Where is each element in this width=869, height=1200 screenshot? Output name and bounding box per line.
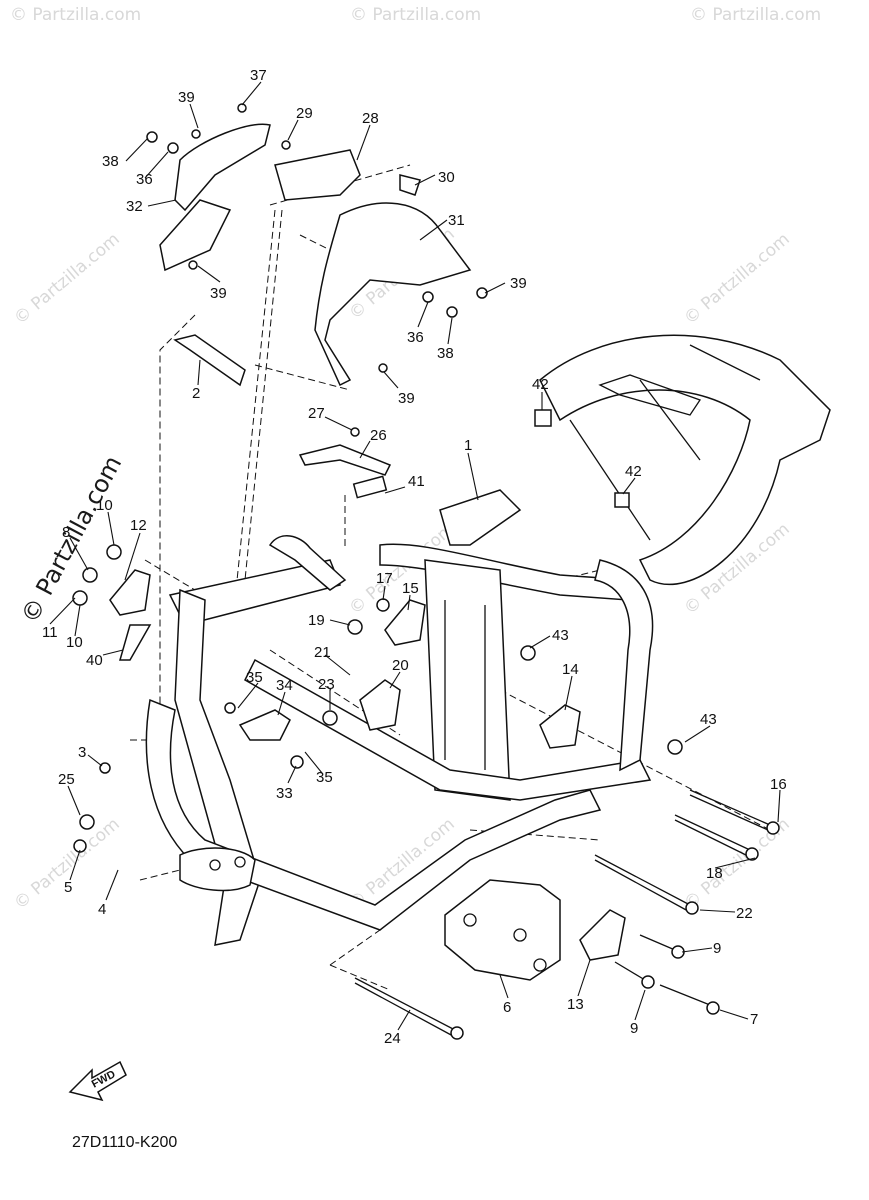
leader-lines xyxy=(49,81,781,1031)
callout-15: 15 xyxy=(402,580,419,597)
callout-21: 21 xyxy=(314,644,331,661)
callout-38: 38 xyxy=(102,153,119,170)
callout-19: 19 xyxy=(308,612,325,629)
callout-32: 32 xyxy=(126,198,143,215)
callout-40: 40 xyxy=(86,652,103,669)
callout-38: 38 xyxy=(437,345,454,362)
callout-37: 37 xyxy=(250,67,267,84)
callout-20: 20 xyxy=(392,657,409,674)
callout-30: 30 xyxy=(438,169,455,186)
callout-17: 17 xyxy=(376,570,393,587)
callout-36: 36 xyxy=(136,171,153,188)
callout-31: 31 xyxy=(448,212,465,229)
callout-29: 29 xyxy=(296,105,313,122)
watermark: © Partzilla.com xyxy=(10,229,123,329)
callout-22: 22 xyxy=(736,905,753,922)
main-frame xyxy=(72,103,831,1040)
watermark: © Partzilla.com xyxy=(680,229,793,329)
callout-36: 36 xyxy=(407,329,424,346)
callout-33: 33 xyxy=(276,785,293,802)
callout-34: 34 xyxy=(276,677,293,694)
callout-18: 18 xyxy=(706,865,723,882)
callout-27: 27 xyxy=(308,405,325,422)
callout-10: 10 xyxy=(96,497,113,514)
callout-43: 43 xyxy=(700,711,717,728)
callout-9: 9 xyxy=(713,940,721,957)
callout-3: 3 xyxy=(78,744,86,761)
watermark: © Partzilla.com xyxy=(690,5,821,25)
callout-28: 28 xyxy=(362,110,379,127)
watermark: © Partzilla.com xyxy=(350,5,481,25)
callout-41: 41 xyxy=(408,473,425,490)
callout-8: 8 xyxy=(62,524,70,541)
callout-39: 39 xyxy=(510,275,527,292)
callout-23: 23 xyxy=(318,676,335,693)
callout-35: 35 xyxy=(246,669,263,686)
callout-39: 39 xyxy=(210,285,227,302)
callout-11: 11 xyxy=(42,624,58,641)
callout-13: 13 xyxy=(567,996,584,1013)
callout-5: 5 xyxy=(64,879,72,896)
callout-39: 39 xyxy=(398,390,415,407)
callout-12: 12 xyxy=(130,517,147,534)
callout-25: 25 xyxy=(58,771,75,788)
callout-16: 16 xyxy=(770,776,787,793)
callout-24: 24 xyxy=(384,1030,401,1047)
callout-42: 42 xyxy=(625,463,642,480)
callout-35: 35 xyxy=(316,769,333,786)
callout-7: 7 xyxy=(750,1011,758,1028)
callouts: 37 39 29 28 38 36 30 32 31 39 39 36 38 2… xyxy=(42,67,787,1047)
fwd-arrow-icon: FWD xyxy=(68,1060,127,1102)
watermark: © Partzilla.com xyxy=(10,5,141,25)
callout-43: 43 xyxy=(552,627,569,644)
callout-42: 42 xyxy=(532,376,549,393)
callout-9: 9 xyxy=(630,1020,638,1037)
callout-14: 14 xyxy=(562,661,579,678)
callout-6: 6 xyxy=(503,999,511,1016)
drawing-code: 27D1110-K200 xyxy=(72,1134,177,1151)
callout-39: 39 xyxy=(178,89,195,106)
callout-1: 1 xyxy=(464,437,472,454)
callout-26: 26 xyxy=(370,427,387,444)
callout-2: 2 xyxy=(192,385,200,402)
callout-4: 4 xyxy=(98,901,106,918)
callout-10: 10 xyxy=(66,634,83,651)
